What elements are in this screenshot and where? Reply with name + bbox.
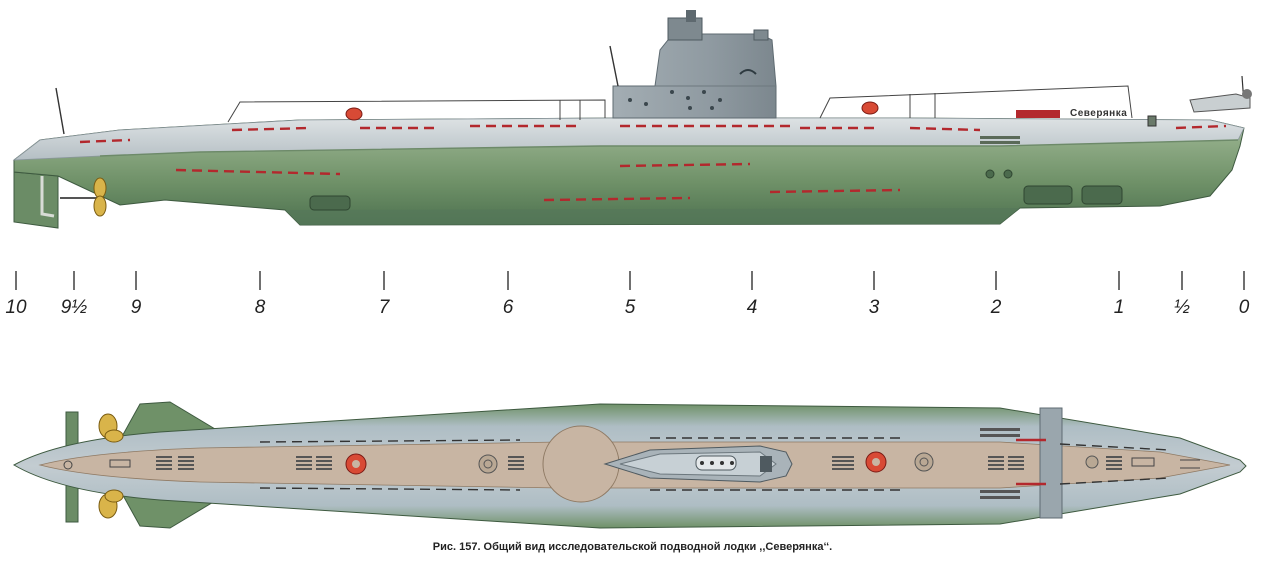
station-label: ½ <box>1174 297 1190 318</box>
stern-rudder <box>13 171 59 229</box>
propellers-plan <box>98 413 124 519</box>
side-view: Северянка <box>12 10 1252 229</box>
guard-rails <box>227 85 1133 123</box>
bridge-window <box>695 455 737 471</box>
port-markings-plan <box>259 437 1171 491</box>
plan-view <box>12 401 1247 529</box>
aft-mast <box>55 87 65 135</box>
hatches-plan <box>478 452 1099 474</box>
anchor-emblem <box>1147 115 1157 127</box>
hull-name-label: Северянка <box>1070 108 1127 119</box>
periscope-plan <box>760 456 772 472</box>
bow-light <box>1242 89 1252 99</box>
station-label: 2 <box>990 297 1002 318</box>
tower-rivets <box>628 90 722 110</box>
bow-plane <box>1039 407 1063 519</box>
periscope-head <box>686 10 696 22</box>
lifebuoys-plan <box>345 451 887 475</box>
bridge-ports <box>700 461 734 465</box>
stern-frame <box>40 176 55 218</box>
deck-grilles-plan <box>156 428 1122 499</box>
bow-fittings-plan <box>63 457 1200 470</box>
keel <box>285 208 1020 225</box>
name-plate <box>1016 110 1060 118</box>
periscope-housing <box>667 17 703 41</box>
lifebuoys-side <box>345 101 879 121</box>
station-label: 4 <box>747 297 758 318</box>
propeller-side <box>93 177 107 217</box>
port-markings-side <box>79 124 1227 202</box>
station-label: 3 <box>869 297 880 318</box>
conning-tower <box>612 33 777 119</box>
tower-vent <box>753 29 769 41</box>
station-label: 6 <box>503 297 514 318</box>
waterline <box>99 139 1239 157</box>
station-ruler: 10 9½ 9 8 7 6 5 4 3 2 1 ½ 0 <box>5 271 1250 318</box>
station-label: 5 <box>625 297 636 318</box>
station-label: 8 <box>255 297 266 318</box>
bow-fitting <box>1189 93 1251 113</box>
station-label: 9 <box>131 297 142 318</box>
station-label: 1 <box>1114 297 1125 318</box>
figure-caption: Рис. 157. Общий вид исследовательской по… <box>432 541 833 553</box>
station-label: 9½ <box>61 297 88 318</box>
hull-intakes <box>309 169 1123 211</box>
tower-emblem <box>739 69 757 75</box>
station-label: 0 <box>1239 297 1250 318</box>
vent-grille-side <box>980 136 1020 144</box>
station-label: 7 <box>379 297 391 318</box>
station-label: 10 <box>5 297 27 318</box>
antenna-mast <box>609 45 619 87</box>
